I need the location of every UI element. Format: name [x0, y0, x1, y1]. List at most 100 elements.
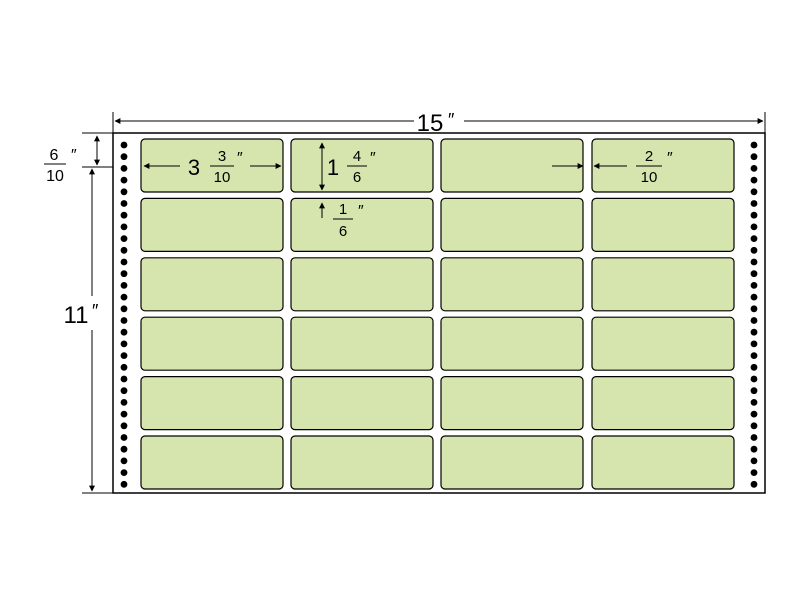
horizontal-gap-inch-mark: ″ — [667, 150, 673, 167]
label-height-dimension: 1 4 6 ″ — [319, 142, 376, 191]
tractor-hole — [120, 340, 128, 348]
sheet-outline — [112, 132, 766, 494]
tractor-hole — [120, 375, 128, 383]
label-r5-c1 — [140, 376, 284, 431]
tractor-hole — [120, 445, 128, 453]
horizontal-gap-denominator: 10 — [641, 169, 658, 186]
tractor-hole — [120, 352, 128, 359]
horizontal-gap-dimension: 2 10 ″ — [552, 148, 673, 186]
tractor-hole — [120, 282, 128, 289]
tractor-hole — [750, 246, 758, 254]
width-dimension: 15 ″ — [112, 110, 766, 137]
tractor-hole — [120, 235, 128, 243]
tractor-hole — [750, 422, 758, 430]
tractor-hole — [750, 165, 758, 172]
height-inch-mark: ″ — [92, 301, 99, 321]
tractor-hole — [120, 363, 128, 371]
label-r5-c4 — [591, 376, 735, 431]
tractor-hole — [750, 235, 758, 243]
label-r2-c2 — [290, 197, 434, 252]
width-value: 15 — [417, 110, 444, 137]
label-height-denominator: 6 — [353, 169, 361, 186]
label-r2-c1 — [140, 197, 284, 252]
tractor-hole — [120, 480, 128, 488]
tractor-hole — [120, 457, 128, 465]
label-width-numerator: 3 — [218, 148, 226, 165]
tractor-hole — [750, 399, 758, 406]
height-dimension: 11 ″ — [64, 166, 113, 494]
tractor-hole — [750, 445, 758, 453]
label-height-numerator: 4 — [353, 148, 361, 165]
tractor-hole — [750, 270, 758, 278]
tractor-hole — [120, 270, 128, 278]
tractor-hole — [120, 305, 128, 313]
tractor-hole — [120, 317, 128, 324]
vertical-gap-inch-mark: ″ — [358, 203, 364, 220]
label-r5-c3 — [440, 376, 584, 431]
tractor-hole — [120, 153, 128, 161]
tractor-hole — [750, 282, 758, 289]
label-r2-c3 — [440, 197, 584, 252]
tractor-hole — [120, 293, 128, 301]
tractor-hole — [750, 141, 758, 149]
tractor-hole — [750, 223, 758, 231]
label-r6-c2 — [290, 435, 434, 490]
vertical-gap-numerator: 1 — [339, 201, 347, 218]
label-r6-c1 — [140, 435, 284, 490]
height-value: 11 — [64, 302, 89, 329]
label-r3-c3 — [440, 257, 584, 312]
vertical-gap-denominator: 6 — [339, 223, 347, 240]
label-r3-c2 — [290, 257, 434, 312]
tractor-hole — [750, 328, 758, 336]
tractor-hole — [750, 317, 758, 324]
label-r5-c2 — [290, 376, 434, 431]
tractor-hole — [120, 434, 128, 441]
tractor-hole — [750, 200, 758, 207]
label-r1-c4 — [591, 138, 735, 193]
horizontal-gap-numerator: 2 — [645, 148, 653, 165]
tractor-hole — [120, 211, 128, 219]
tractor-hole — [120, 399, 128, 406]
tractor-hole — [750, 258, 758, 266]
label-r4-c4 — [591, 316, 735, 371]
width-inch-mark: ″ — [448, 110, 455, 130]
label-r3-c1 — [140, 257, 284, 312]
tractor-hole — [120, 246, 128, 254]
label-r6-c4 — [591, 435, 735, 490]
tractor-holes-left — [120, 141, 128, 488]
tractor-hole — [750, 305, 758, 313]
label-width-dimension: 3 3 10 ″ — [143, 148, 282, 186]
top-margin-denominator: 10 — [46, 168, 64, 185]
label-width-inch-mark: ″ — [237, 150, 243, 167]
vertical-gap-dimension: 1 6 ″ — [319, 201, 364, 240]
tractor-hole — [750, 363, 758, 371]
tractor-hole — [120, 176, 128, 184]
tractor-hole — [120, 258, 128, 266]
top-margin-numerator: 6 — [50, 147, 59, 164]
tractor-hole — [750, 434, 758, 441]
label-height-whole: 1 — [327, 155, 339, 180]
tractor-hole — [750, 387, 758, 395]
tractor-hole — [750, 457, 758, 465]
tractor-holes-right — [750, 141, 758, 488]
tractor-hole — [120, 469, 128, 476]
label-r4-c2 — [290, 316, 434, 371]
tractor-hole — [120, 165, 128, 172]
tractor-hole — [750, 211, 758, 219]
tractor-hole — [120, 328, 128, 336]
label-grid — [140, 138, 735, 490]
tractor-hole — [120, 200, 128, 207]
label-width-denominator: 10 — [214, 169, 231, 186]
tractor-hole — [120, 188, 128, 196]
tractor-hole — [120, 410, 128, 418]
tractor-hole — [120, 387, 128, 395]
tractor-hole — [750, 469, 758, 476]
tractor-hole — [750, 375, 758, 383]
tractor-hole — [120, 223, 128, 231]
label-r4-c3 — [440, 316, 584, 371]
label-r4-c1 — [140, 316, 284, 371]
tractor-hole — [750, 293, 758, 301]
tractor-hole — [120, 141, 128, 149]
